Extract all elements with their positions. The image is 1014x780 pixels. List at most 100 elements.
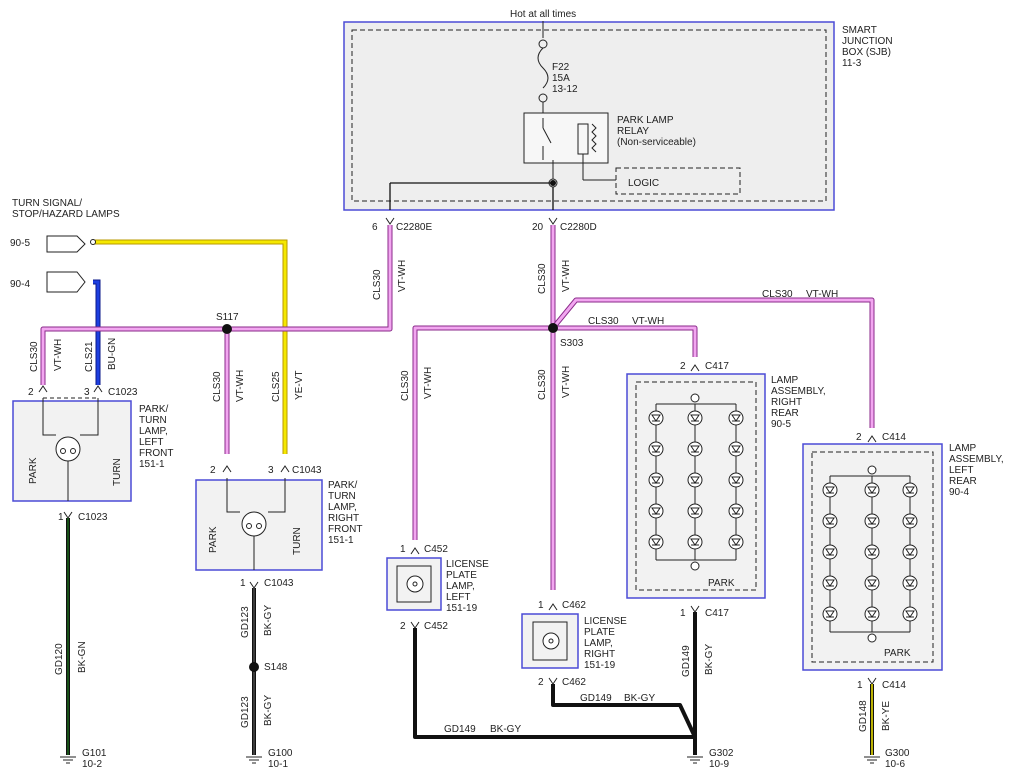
bulb-icon (406, 575, 424, 593)
relay-switch-icon (542, 127, 552, 144)
svg-text:LAMP: LAMP (771, 375, 799, 386)
logic-label: LOGIC (628, 178, 659, 189)
c1043-pin3: 3 (268, 465, 274, 476)
c1043-pin2: 2 (210, 465, 216, 476)
wire-label-bkgn: BK-GN (77, 641, 88, 673)
logic-box (615, 167, 741, 195)
sjb-inner-boundary (351, 29, 827, 202)
svg-text:STOP/HAZARD LAMPS: STOP/HAZARD LAMPS (12, 209, 120, 220)
led-icon (648, 534, 664, 550)
wire-gd149 (413, 612, 697, 755)
g302-label: G302 (709, 748, 734, 759)
led-icon (822, 606, 838, 622)
svg-text:RIGHT: RIGHT (771, 397, 802, 408)
wire-label-bkgy: BK-GY (263, 695, 274, 726)
c2280e-pin: 6 (372, 222, 378, 233)
svg-text:151-1: 151-1 (139, 459, 165, 470)
wire-cls25 (93, 240, 287, 454)
wire-label-gd149: GD149 (580, 693, 612, 704)
wire-label-cls21: CLS21 (84, 341, 95, 372)
c452-pin2: 2 (400, 621, 406, 632)
wire-label-bkye: BK-YE (881, 701, 892, 731)
wire-label-vtwh: VT-WH (235, 370, 246, 402)
c2280d-connector-icon (548, 217, 558, 225)
led-icon (864, 606, 880, 622)
svg-text:RIGHT: RIGHT (584, 649, 615, 660)
svg-text:90-5: 90-5 (771, 419, 791, 430)
led-icon (864, 575, 880, 591)
wire-label-bugn: BU-GN (107, 338, 118, 370)
wire-label-vtwh: VT-WH (53, 339, 64, 371)
g100-label: G100 (268, 748, 293, 759)
c1023-bottom-label: C1023 (78, 512, 108, 523)
s303-label: S303 (560, 338, 584, 349)
led-icon (902, 513, 918, 529)
svg-text:90-4: 90-4 (949, 487, 969, 498)
bulb-icon (241, 511, 267, 537)
svg-text:151-1: 151-1 (328, 535, 354, 546)
lamp-left-front-label: PARK/ TURN LAMP, LEFT FRONT 151-1 (139, 404, 173, 470)
wire-label-vtwh: VT-WH (806, 289, 838, 300)
wire-label-vtwh: VT-WH (423, 367, 434, 399)
svg-text:RIGHT: RIGHT (328, 513, 359, 524)
c417-top-label: C417 (705, 361, 729, 372)
wire-cls30-left (40, 225, 393, 454)
wire-label-bkgy: BK-GY (624, 693, 655, 704)
c462-pin1: 1 (538, 600, 544, 611)
splice-s148 (249, 662, 259, 672)
svg-text:LEFT: LEFT (139, 437, 163, 448)
sjb-title: SMART JUNCTION BOX (SJB) 11-3 (842, 25, 893, 69)
lamp-assembly-right-rear-label: LAMP ASSEMBLY, RIGHT REAR 90-5 (771, 375, 826, 430)
led-icon (687, 503, 703, 519)
svg-text:F22: F22 (552, 62, 570, 73)
svg-text:LEFT: LEFT (949, 465, 973, 476)
led-icon (728, 441, 744, 457)
svg-text:TURN: TURN (139, 415, 167, 426)
lamp-right-front-label: PARK/ TURN LAMP, RIGHT FRONT 151-1 (328, 480, 362, 546)
led-icon (728, 410, 744, 426)
led-icon (687, 410, 703, 426)
g100-ref: 10-1 (268, 759, 288, 770)
g101-ref: 10-2 (82, 759, 102, 770)
c1043-bottom-label: C1043 (264, 578, 294, 589)
c462-pin2: 2 (538, 677, 544, 688)
c462-top-label: C462 (562, 600, 586, 611)
svg-text:TURN: TURN (328, 491, 356, 502)
led-icon (728, 472, 744, 488)
led-icon (902, 544, 918, 560)
s117-label: S117 (216, 312, 239, 323)
c1043-top-label: C1043 (292, 465, 322, 476)
c414-pin2: 2 (856, 432, 862, 443)
svg-text:LICENSE: LICENSE (584, 616, 627, 627)
bulb-icon (55, 436, 81, 462)
svg-text:FRONT: FRONT (139, 448, 173, 459)
led-icon (902, 606, 918, 622)
svg-text:ASSEMBLY,: ASSEMBLY, (949, 454, 1004, 465)
wire-label-cls30: CLS30 (537, 263, 548, 294)
svg-text:LAMP,: LAMP, (584, 638, 613, 649)
wire-label-vtwh: VT-WH (561, 260, 572, 292)
svg-text:(Non-serviceable): (Non-serviceable) (617, 137, 696, 148)
led-array-right-rear (648, 393, 744, 571)
c1023-pin3: 3 (84, 387, 90, 398)
svg-text:13-12: 13-12 (552, 84, 578, 95)
ref-arrow-icon (46, 271, 86, 293)
led-icon (687, 472, 703, 488)
svg-text:TURN SIGNAL/: TURN SIGNAL/ (12, 198, 82, 209)
svg-text:LAMP,: LAMP, (328, 502, 357, 513)
led-icon (864, 544, 880, 560)
bulb-icon (542, 632, 560, 650)
led-icon (648, 472, 664, 488)
wire-label-cls30: CLS30 (372, 269, 383, 300)
led-icon (902, 575, 918, 591)
ground-g302-icon (687, 756, 703, 764)
ref-90-5: 90-5 (10, 238, 30, 249)
led-icon (822, 575, 838, 591)
license-plate-lamp-left-label: LICENSE PLATE LAMP, LEFT 151-19 (446, 559, 489, 614)
c2280d-label: C2280D (560, 222, 597, 233)
wire-label-vtwh: VT-WH (397, 260, 408, 292)
c452-top-label: C452 (424, 544, 448, 555)
svg-text:LICENSE: LICENSE (446, 559, 489, 570)
c462-bottom-label: C462 (562, 677, 586, 688)
